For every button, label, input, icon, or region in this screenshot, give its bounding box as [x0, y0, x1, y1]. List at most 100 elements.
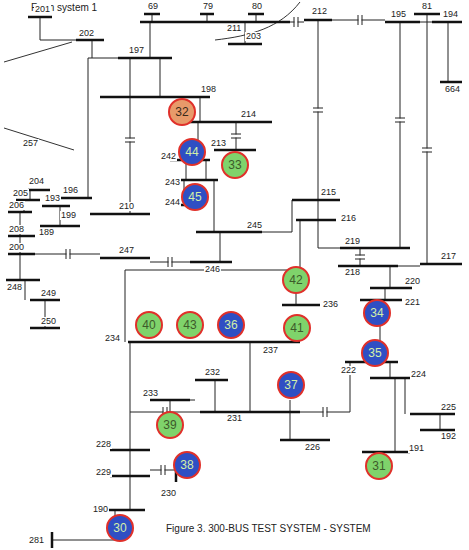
bus-number: 196: [62, 186, 79, 195]
bus-zone-circle: 43: [176, 311, 204, 339]
bus-zone-circle: 41: [283, 314, 311, 342]
zone-number: 31: [372, 460, 385, 472]
zone-number: 30: [113, 522, 126, 534]
bus-number: 281: [28, 536, 45, 545]
bus-number: 218: [344, 268, 361, 277]
system-boundary-line: [4, 2, 300, 150]
bus-zone-circle: 35: [361, 339, 389, 367]
bus-number: 247: [118, 246, 135, 255]
zone-number: 34: [370, 307, 383, 319]
bus-bar: [6, 14, 462, 548]
bus-number: 230: [160, 489, 177, 498]
bus-number: 192: [440, 432, 457, 441]
bus-number: 213: [210, 139, 227, 148]
bus-number: 232: [204, 368, 221, 377]
bus-number: 233: [142, 389, 159, 398]
bus-zone-circle: 32: [168, 98, 196, 126]
bus-number: 212: [311, 7, 328, 16]
transmission-line: [20, 14, 448, 540]
bus-number: 208: [8, 225, 25, 234]
bus-number: 210: [118, 202, 135, 211]
bus-number: 191: [408, 444, 425, 453]
bus-number: 229: [95, 468, 112, 477]
bus-number: 195: [390, 10, 407, 19]
bus-number: 80: [251, 2, 263, 11]
figure-caption: Figure 3. 300-BUS TEST SYSTEM - SYSTEM: [165, 524, 372, 534]
bus-number: 198: [200, 85, 217, 94]
bus-number: 199: [60, 211, 77, 220]
bus-number: 204: [28, 177, 45, 186]
bus-zone-circle: 33: [221, 151, 249, 179]
zone-number: 36: [224, 319, 237, 331]
bus-zone-circle: 30: [106, 514, 134, 542]
zone-number: 41: [290, 322, 303, 334]
bus-number: 81: [421, 2, 433, 11]
bus-number: 211: [226, 24, 242, 33]
bus-number: 250: [40, 317, 57, 326]
bus-number: 237: [262, 346, 279, 355]
bus-number: 231: [226, 414, 243, 423]
bus-number: 197: [128, 46, 145, 55]
series-capacitor-symbol: [66, 15, 432, 475]
bus-zone-circle: 40: [135, 311, 163, 339]
zone-number: 35: [368, 347, 381, 359]
bus-number: 216: [340, 214, 357, 223]
bus-number: 221: [404, 298, 421, 307]
bus-zone-circle: 31: [365, 452, 393, 480]
bus-number: 190: [92, 505, 109, 514]
bus-number: 219: [344, 237, 361, 246]
zone-number: 37: [284, 379, 297, 391]
bus-zone-circle: 39: [156, 411, 184, 439]
bus-number: 189: [38, 228, 55, 237]
bus-number: 234: [104, 334, 121, 343]
bus-number: 206: [8, 201, 25, 210]
bus-number: 236: [322, 300, 339, 309]
capacitor-gap: [67, 20, 428, 470]
bus-number: 242: [160, 152, 177, 161]
bus-number: 257: [22, 139, 39, 148]
bus-number: 244: [164, 198, 181, 207]
zone-number: 45: [188, 191, 201, 203]
zone-number: 40: [142, 319, 155, 331]
bus-number: 226: [304, 443, 321, 452]
bus-zone-circle: 34: [363, 299, 391, 327]
bus-number: 205: [12, 189, 29, 198]
bus-number: 200: [8, 243, 25, 252]
bus-number: 217: [440, 252, 457, 261]
bus-zone-circle: 42: [282, 266, 310, 294]
bus-number: 193: [44, 194, 61, 203]
bus-number: 664: [444, 85, 461, 94]
zone-number: 42: [289, 274, 302, 286]
bus-number: 203: [245, 32, 262, 41]
bus-number: 79: [202, 2, 214, 11]
bus-number: 202: [78, 29, 95, 38]
bus-zone-circle: 45: [181, 183, 209, 211]
bus-number: 224: [410, 370, 427, 379]
zone-number: 38: [180, 459, 193, 471]
bus-number: 201: [34, 5, 51, 14]
bus-zone-circle: 44: [178, 138, 206, 166]
bus-zone-circle: 36: [217, 311, 245, 339]
bus-number: 220: [404, 277, 421, 286]
zone-number: 32: [175, 106, 188, 118]
bus-number: 248: [6, 283, 23, 292]
bus-number: 243: [164, 178, 181, 187]
zone-number: 39: [163, 419, 176, 431]
bus-number: 215: [320, 188, 337, 197]
bus-number: 246: [204, 265, 221, 274]
bus-number: 222: [340, 366, 357, 375]
zone-number: 44: [185, 146, 198, 158]
zone-number: 43: [183, 319, 196, 331]
bus-number: 228: [95, 440, 112, 449]
bus-zone-circle: 38: [173, 451, 201, 479]
zone-number: 33: [228, 159, 241, 171]
bus-number: 249: [40, 289, 57, 298]
bus-zone-circle: 37: [277, 371, 305, 399]
bus-number: 214: [240, 110, 257, 119]
bus-number: 194: [442, 10, 459, 19]
bus-number: 225: [440, 403, 457, 412]
bus-number: 245: [246, 221, 263, 230]
